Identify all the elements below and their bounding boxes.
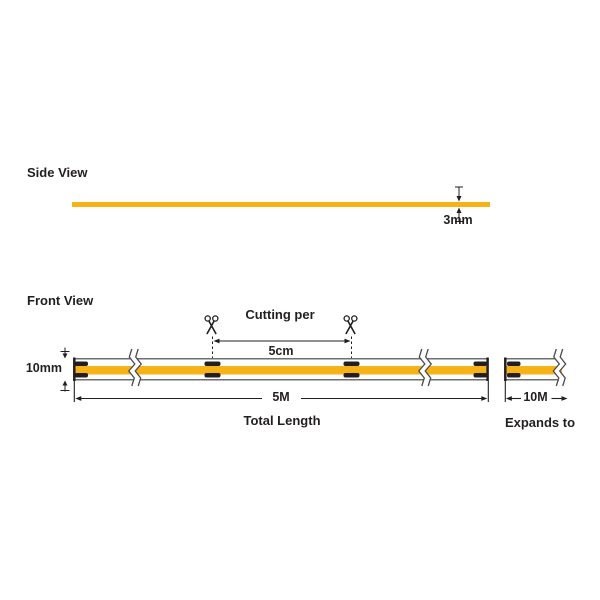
side-view-strip bbox=[72, 202, 490, 207]
break-mark bbox=[552, 348, 567, 387]
expanded-length-label: Expands to bbox=[504, 415, 576, 430]
total-length-label: Total Length bbox=[243, 413, 321, 428]
total-length-dimension bbox=[73, 381, 489, 402]
break-mark bbox=[127, 348, 143, 387]
strip-width-label: 10mm bbox=[25, 360, 62, 375]
front-view-title: Front View bbox=[27, 293, 94, 308]
cut-interval-dimension bbox=[213, 338, 351, 344]
strip-width-dimension bbox=[60, 347, 70, 392]
expanded-length-value: 10M bbox=[523, 390, 548, 404]
cut-interval-label: 5cm bbox=[268, 343, 294, 358]
side-view-title: Side View bbox=[27, 165, 88, 180]
break-mark bbox=[417, 348, 433, 387]
thickness-dimension-arrows bbox=[455, 186, 463, 222]
thickness-label: 3mm bbox=[443, 213, 473, 227]
total-length-value: 5M bbox=[272, 390, 290, 404]
expanded-length-dimension bbox=[504, 381, 568, 402]
front-strip bbox=[73, 357, 489, 381]
scissors-icon bbox=[343, 315, 358, 335]
solder-pads bbox=[74, 361, 487, 378]
cutting-per-label: Cutting per bbox=[245, 307, 315, 322]
expansion-strip bbox=[504, 357, 562, 381]
scissors-icon bbox=[204, 315, 219, 335]
